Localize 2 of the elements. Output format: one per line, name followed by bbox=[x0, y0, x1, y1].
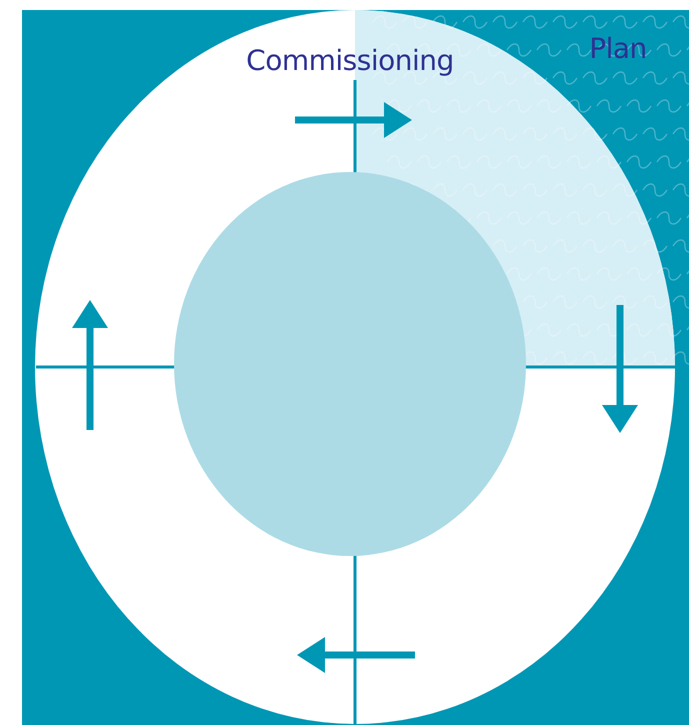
center-circle bbox=[174, 172, 526, 556]
stage-label: Commissioning bbox=[246, 44, 454, 77]
